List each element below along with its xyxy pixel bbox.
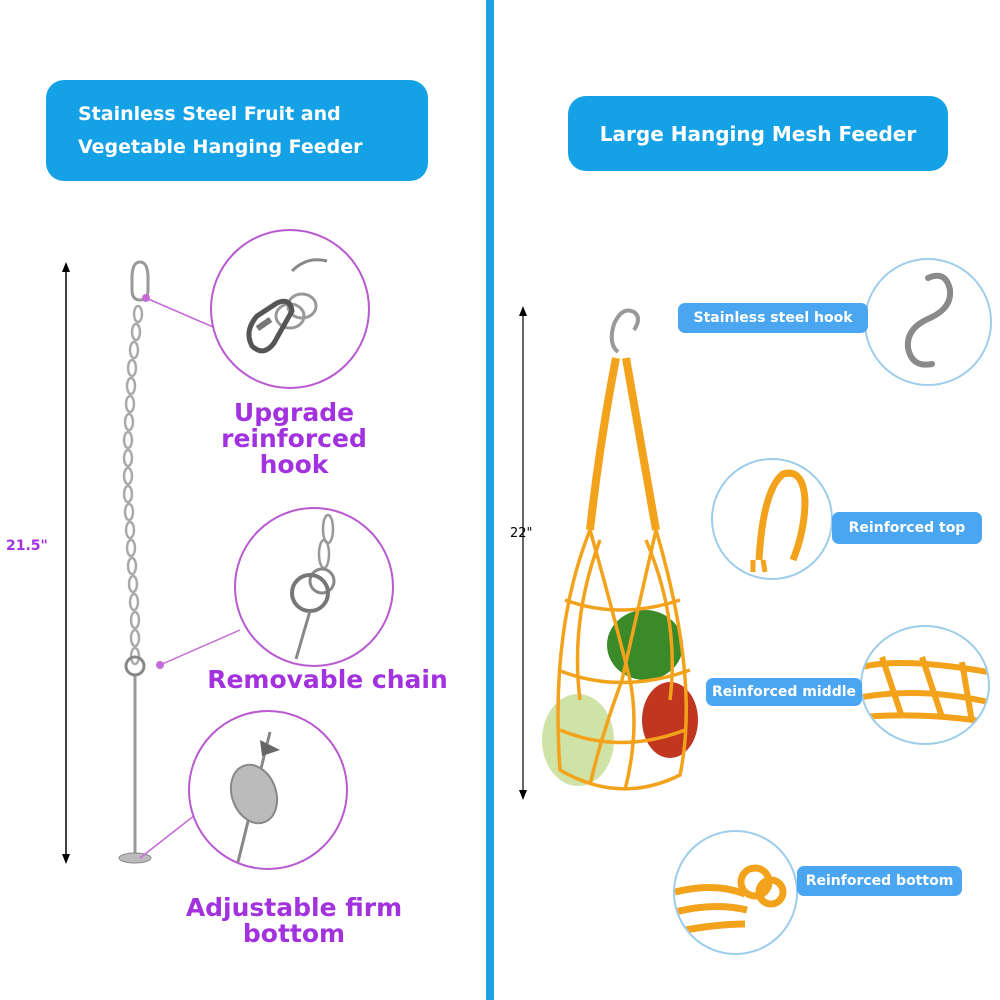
knotted-mesh-icon xyxy=(862,656,988,725)
center-divider xyxy=(486,0,494,1000)
chain-detail-circle xyxy=(234,507,394,667)
left-pointer-lines xyxy=(142,294,241,669)
bottom-knot-detail-circle xyxy=(673,830,798,955)
left-dimension-arrow xyxy=(62,262,70,864)
right-dimension-label: 22" xyxy=(510,526,533,541)
chain-ring-icon xyxy=(290,513,336,660)
s-hook-icon xyxy=(904,272,954,368)
right-title-banner: Large Hanging Mesh Feeder xyxy=(568,96,948,171)
feature-hook-line1: Upgrade reinforced xyxy=(221,398,367,453)
top-label: Reinforced top xyxy=(832,512,982,544)
bottom-knot-label: Reinforced bottom xyxy=(797,866,962,896)
left-title-banner: Stainless Steel Fruit and Vegetable Hang… xyxy=(46,80,428,181)
feature-bottom-line1: Adjustable firm xyxy=(185,893,403,922)
steel-hook-label: Stainless steel hook xyxy=(678,303,868,333)
bottom-pointer-line xyxy=(140,814,196,859)
hook-detail-circle xyxy=(210,229,370,389)
feature-chain-label: Removable chain xyxy=(207,665,448,694)
middle-label: Reinforced middle xyxy=(706,678,862,706)
feature-hook-line2: hook xyxy=(259,450,329,479)
mesh-feeder-image xyxy=(542,308,698,791)
feature-bottom-label: Adjustable firm bottom xyxy=(180,895,408,947)
carabiner-icon xyxy=(246,258,328,354)
top-detail-circle xyxy=(711,458,833,580)
left-dimension-label: 21.5" xyxy=(6,538,48,554)
steel-hook-detail-circle xyxy=(864,258,992,386)
bottom-knot-icon xyxy=(675,864,787,936)
feature-bottom-line2: bottom xyxy=(242,919,346,948)
left-title-line1: Stainless Steel Fruit and xyxy=(78,102,341,125)
braided-loop-icon xyxy=(750,469,809,573)
disc-base-icon xyxy=(229,731,280,863)
left-title-line2: Vegetable Hanging Feeder xyxy=(78,135,363,158)
middle-detail-circle xyxy=(860,625,990,745)
chain-feeder-image xyxy=(118,260,152,864)
feature-hook-label: Upgrade reinforced hook xyxy=(160,400,428,478)
bottom-detail-circle xyxy=(188,710,348,870)
right-dimension-arrow xyxy=(519,306,527,800)
